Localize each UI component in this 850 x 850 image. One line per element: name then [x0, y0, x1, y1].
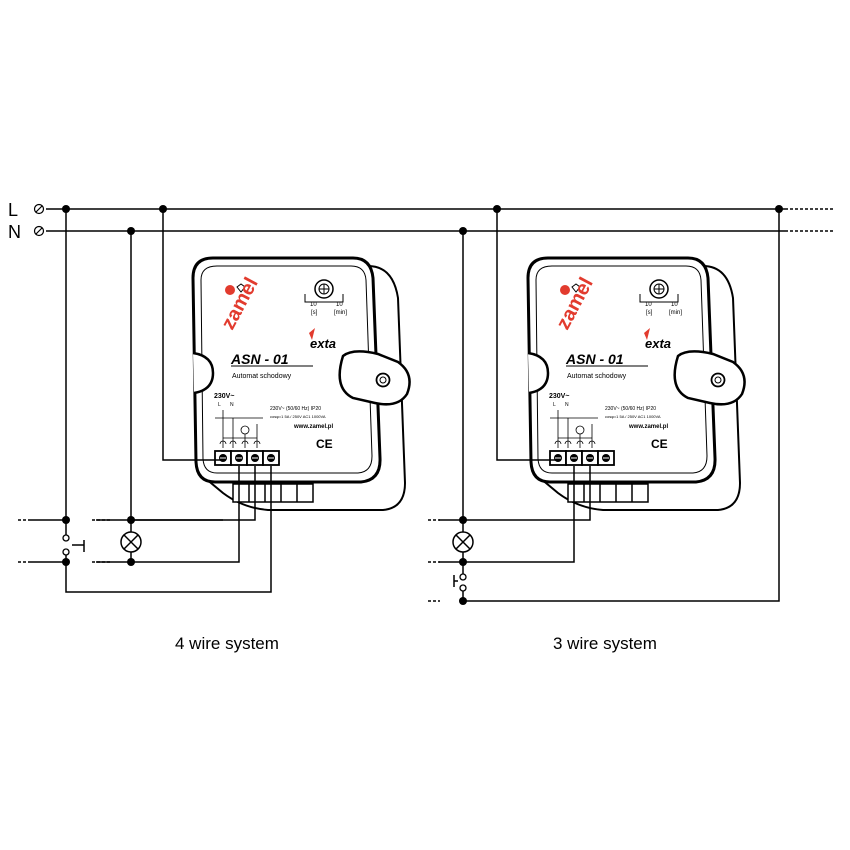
svg-text:[min]: [min] — [669, 310, 682, 316]
svg-text:Automat schodowy: Automat schodowy — [567, 373, 627, 380]
svg-text:230V~ (50/60 Hz) IP20: 230V~ (50/60 Hz) IP20 — [270, 406, 321, 412]
svg-text:exta: exta — [645, 336, 671, 351]
module-left: zamel 10 10 [s] [min] exta ASN - 01 Auto… — [191, 256, 412, 512]
svg-text:www.zamel.pl: www.zamel.pl — [293, 424, 333, 430]
svg-text:exta: exta — [310, 336, 336, 351]
label-n: N — [8, 222, 21, 242]
rail-terminal-icon — [33, 203, 45, 237]
svg-text:230V~ (50/60 Hz) IP20: 230V~ (50/60 Hz) IP20 — [605, 406, 656, 412]
svg-text:10: 10 — [645, 302, 652, 308]
svg-text:Automat schodowy: Automat schodowy — [232, 373, 292, 380]
lamp-icon — [452, 531, 474, 553]
caption-3-wire: 3 wire system — [553, 634, 657, 653]
svg-text:230V~: 230V~ — [214, 393, 234, 400]
svg-text:[min]: [min] — [334, 310, 347, 316]
svg-text:L: L — [553, 402, 556, 408]
svg-text:cosφ=1 5A / 250V AC1 1000VA: cosφ=1 5A / 250V AC1 1000VA — [605, 414, 661, 419]
svg-text:cosφ=1 5A / 250V AC1 1000VA: cosφ=1 5A / 250V AC1 1000VA — [270, 414, 326, 419]
svg-text:ASN - 01: ASN - 01 — [230, 351, 289, 367]
supply-rails — [46, 208, 835, 232]
svg-text:[s]: [s] — [646, 310, 653, 316]
dashed-stubs-right — [428, 519, 440, 602]
svg-text:CE: CE — [316, 437, 333, 451]
svg-text:230V~: 230V~ — [549, 393, 569, 400]
pushbutton-icon — [459, 573, 467, 592]
svg-text:www.zamel.pl: www.zamel.pl — [628, 424, 668, 430]
svg-text:[s]: [s] — [311, 310, 318, 316]
svg-text:CE: CE — [651, 437, 668, 451]
caption-4-wire: 4 wire system — [175, 634, 279, 653]
svg-text:10: 10 — [671, 302, 678, 308]
svg-text:10: 10 — [310, 302, 317, 308]
label-l: L — [8, 200, 18, 220]
switch-icon — [62, 534, 70, 556]
junction-dots-left — [62, 205, 167, 566]
lamp-icon — [120, 531, 142, 553]
svg-text:L: L — [218, 402, 221, 408]
dashed-stubs-left — [18, 519, 110, 563]
module-right: zamel 10 10 [s] [min] exta ASN - 01 Auto… — [526, 256, 747, 512]
svg-text:N: N — [565, 402, 569, 408]
junction-dots-right — [459, 205, 783, 605]
svg-text:10: 10 — [336, 302, 343, 308]
wiring-left — [28, 209, 272, 593]
svg-text:ASN - 01: ASN - 01 — [565, 351, 624, 367]
svg-text:N: N — [230, 402, 234, 408]
